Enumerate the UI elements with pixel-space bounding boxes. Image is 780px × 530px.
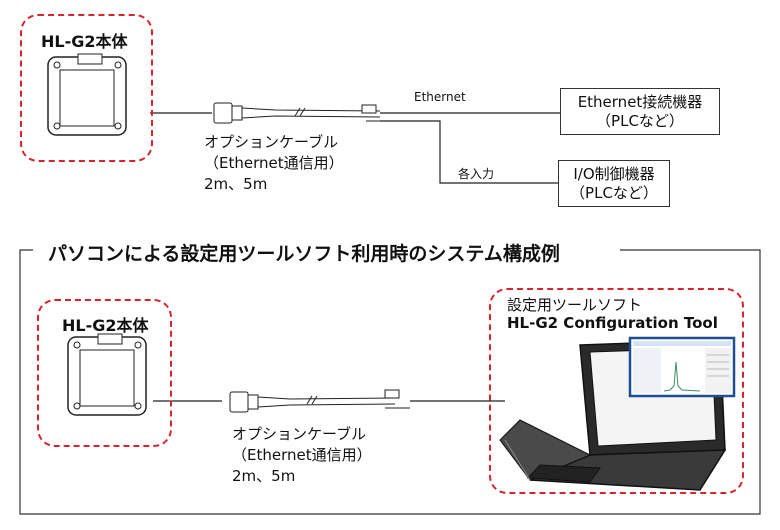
software-screenshot-inset xyxy=(628,336,736,398)
cable-label-line-2: （Ethernet通信用） xyxy=(204,154,344,172)
tool-label-en: HL-G2 Configuration Tool xyxy=(507,314,718,332)
cable-top xyxy=(213,102,381,124)
io-device-box: I/O制御機器 （PLCなど） xyxy=(558,160,670,207)
ethernet-device-note: （PLCなど） xyxy=(596,111,684,130)
cable-label-line-2: （Ethernet通信用） xyxy=(232,446,372,464)
ethernet-line-label: Ethernet xyxy=(414,90,466,104)
sensor-device-bottom xyxy=(67,333,147,416)
section-title: パソコンによる設定用ツールソフト利用時のシステム構成例 xyxy=(40,239,568,266)
cable-label-line-3: 2m、5m xyxy=(204,175,268,193)
cable-label-line-3: 2m、5m xyxy=(232,467,296,485)
device-group-bottom xyxy=(37,299,172,447)
ethernet-device-box: Ethernet接続機器 （PLCなど） xyxy=(560,88,720,135)
tool-label-jp: 設定用ツールソフト xyxy=(507,296,643,314)
cable-label-top: オプションケーブル （Ethernet通信用） 2m、5m xyxy=(204,132,344,195)
io-line-label: 各入力 xyxy=(458,167,495,181)
ethernet-device-name: Ethernet接続機器 xyxy=(577,92,703,111)
sensor-device-top xyxy=(47,53,127,136)
io-device-name: I/O制御機器 xyxy=(573,164,655,183)
cable-label-bottom: オプションケーブル （Ethernet通信用） 2m、5m xyxy=(232,424,372,487)
cable-label-line-1: オプションケーブル xyxy=(204,133,339,151)
io-device-note: （PLCなど） xyxy=(570,183,658,202)
pc-group xyxy=(489,288,744,494)
device-group-top xyxy=(20,14,153,162)
device-label-bottom: HL-G2本体 xyxy=(62,316,149,335)
device-label-top: HL-G2本体 xyxy=(41,32,128,51)
cable-label-line-1: オプションケーブル xyxy=(232,425,367,443)
section-frame xyxy=(19,249,761,515)
cable-bottom xyxy=(229,389,410,413)
io-wire xyxy=(380,120,558,184)
